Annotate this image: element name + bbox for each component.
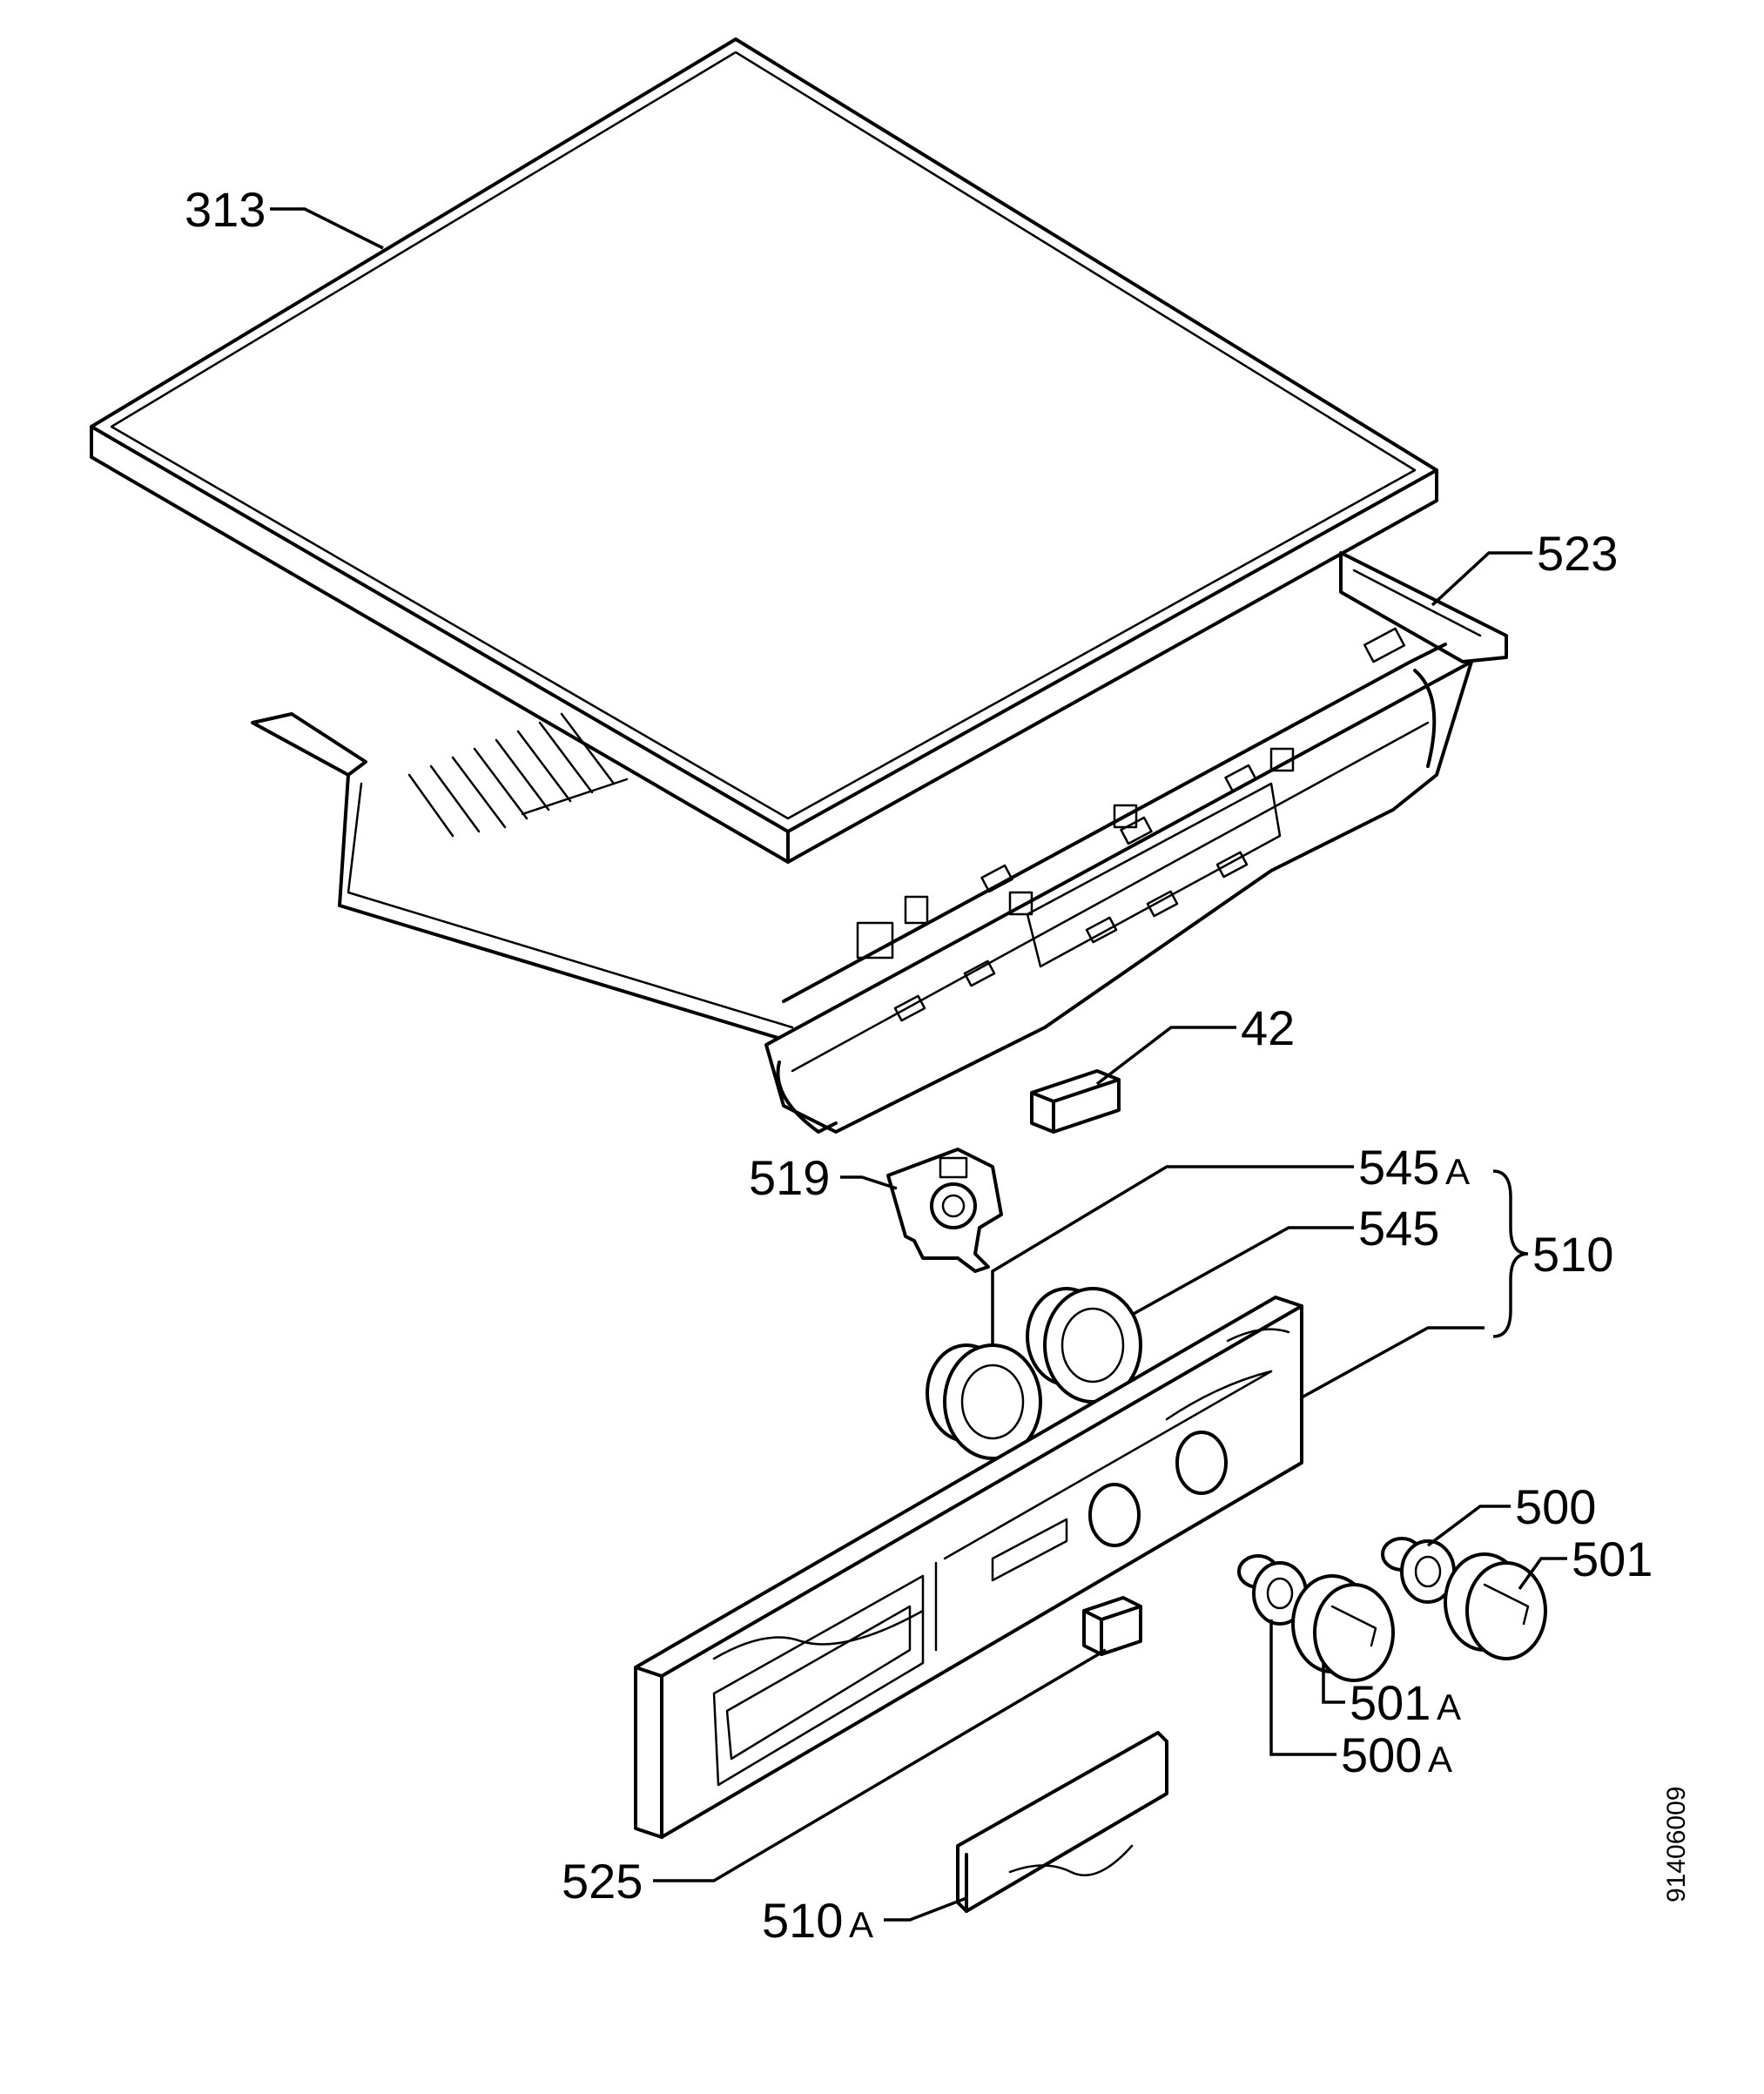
callout-313: 313 (185, 182, 266, 237)
part-523-panel-frame (251, 551, 1508, 1134)
callout-523: 523 (1537, 526, 1618, 581)
callout-545: 545 (1358, 1201, 1439, 1256)
part-500-knob-shaft (1381, 1537, 1456, 1604)
part-501a-knob (1291, 1574, 1395, 1682)
part-501-knob (1444, 1552, 1547, 1660)
callout-510a: 510 (762, 1893, 843, 1948)
callout-545a: 545 (1358, 1140, 1439, 1195)
callout-545a-suffix: A (1445, 1151, 1470, 1192)
part-510a-insert (956, 1731, 1168, 1913)
callout-501a-suffix: A (1437, 1687, 1461, 1727)
callout-500a-suffix: A (1428, 1739, 1452, 1780)
part-545-light-guide (1026, 1287, 1142, 1404)
callout-525: 525 (562, 1854, 643, 1909)
part-313-top-lid (90, 37, 1438, 864)
part-42-clip (1030, 1069, 1121, 1134)
callout-500a: 500 (1341, 1727, 1422, 1782)
drawing-number: 91406009 (1662, 1787, 1691, 1902)
callout-500: 500 (1515, 1479, 1596, 1534)
part-545a-light-guide (926, 1343, 1042, 1460)
part-525-switch (1082, 1596, 1142, 1656)
callout-519: 519 (749, 1150, 830, 1205)
callout-501a: 501 (1350, 1675, 1431, 1730)
callout-labels: 313 523 42 519 545 A 545 510 500 501 501… (185, 182, 1653, 1948)
part-510-fascia (634, 1296, 1303, 1839)
callout-510: 510 (1532, 1227, 1613, 1282)
callout-42: 42 (1241, 1000, 1295, 1055)
part-500a-knob-shaft (1237, 1554, 1308, 1626)
callout-501: 501 (1572, 1532, 1653, 1586)
part-519-bracket (886, 1148, 1003, 1273)
leader-lines (270, 207, 1567, 1922)
callout-510a-suffix: A (849, 1904, 873, 1945)
